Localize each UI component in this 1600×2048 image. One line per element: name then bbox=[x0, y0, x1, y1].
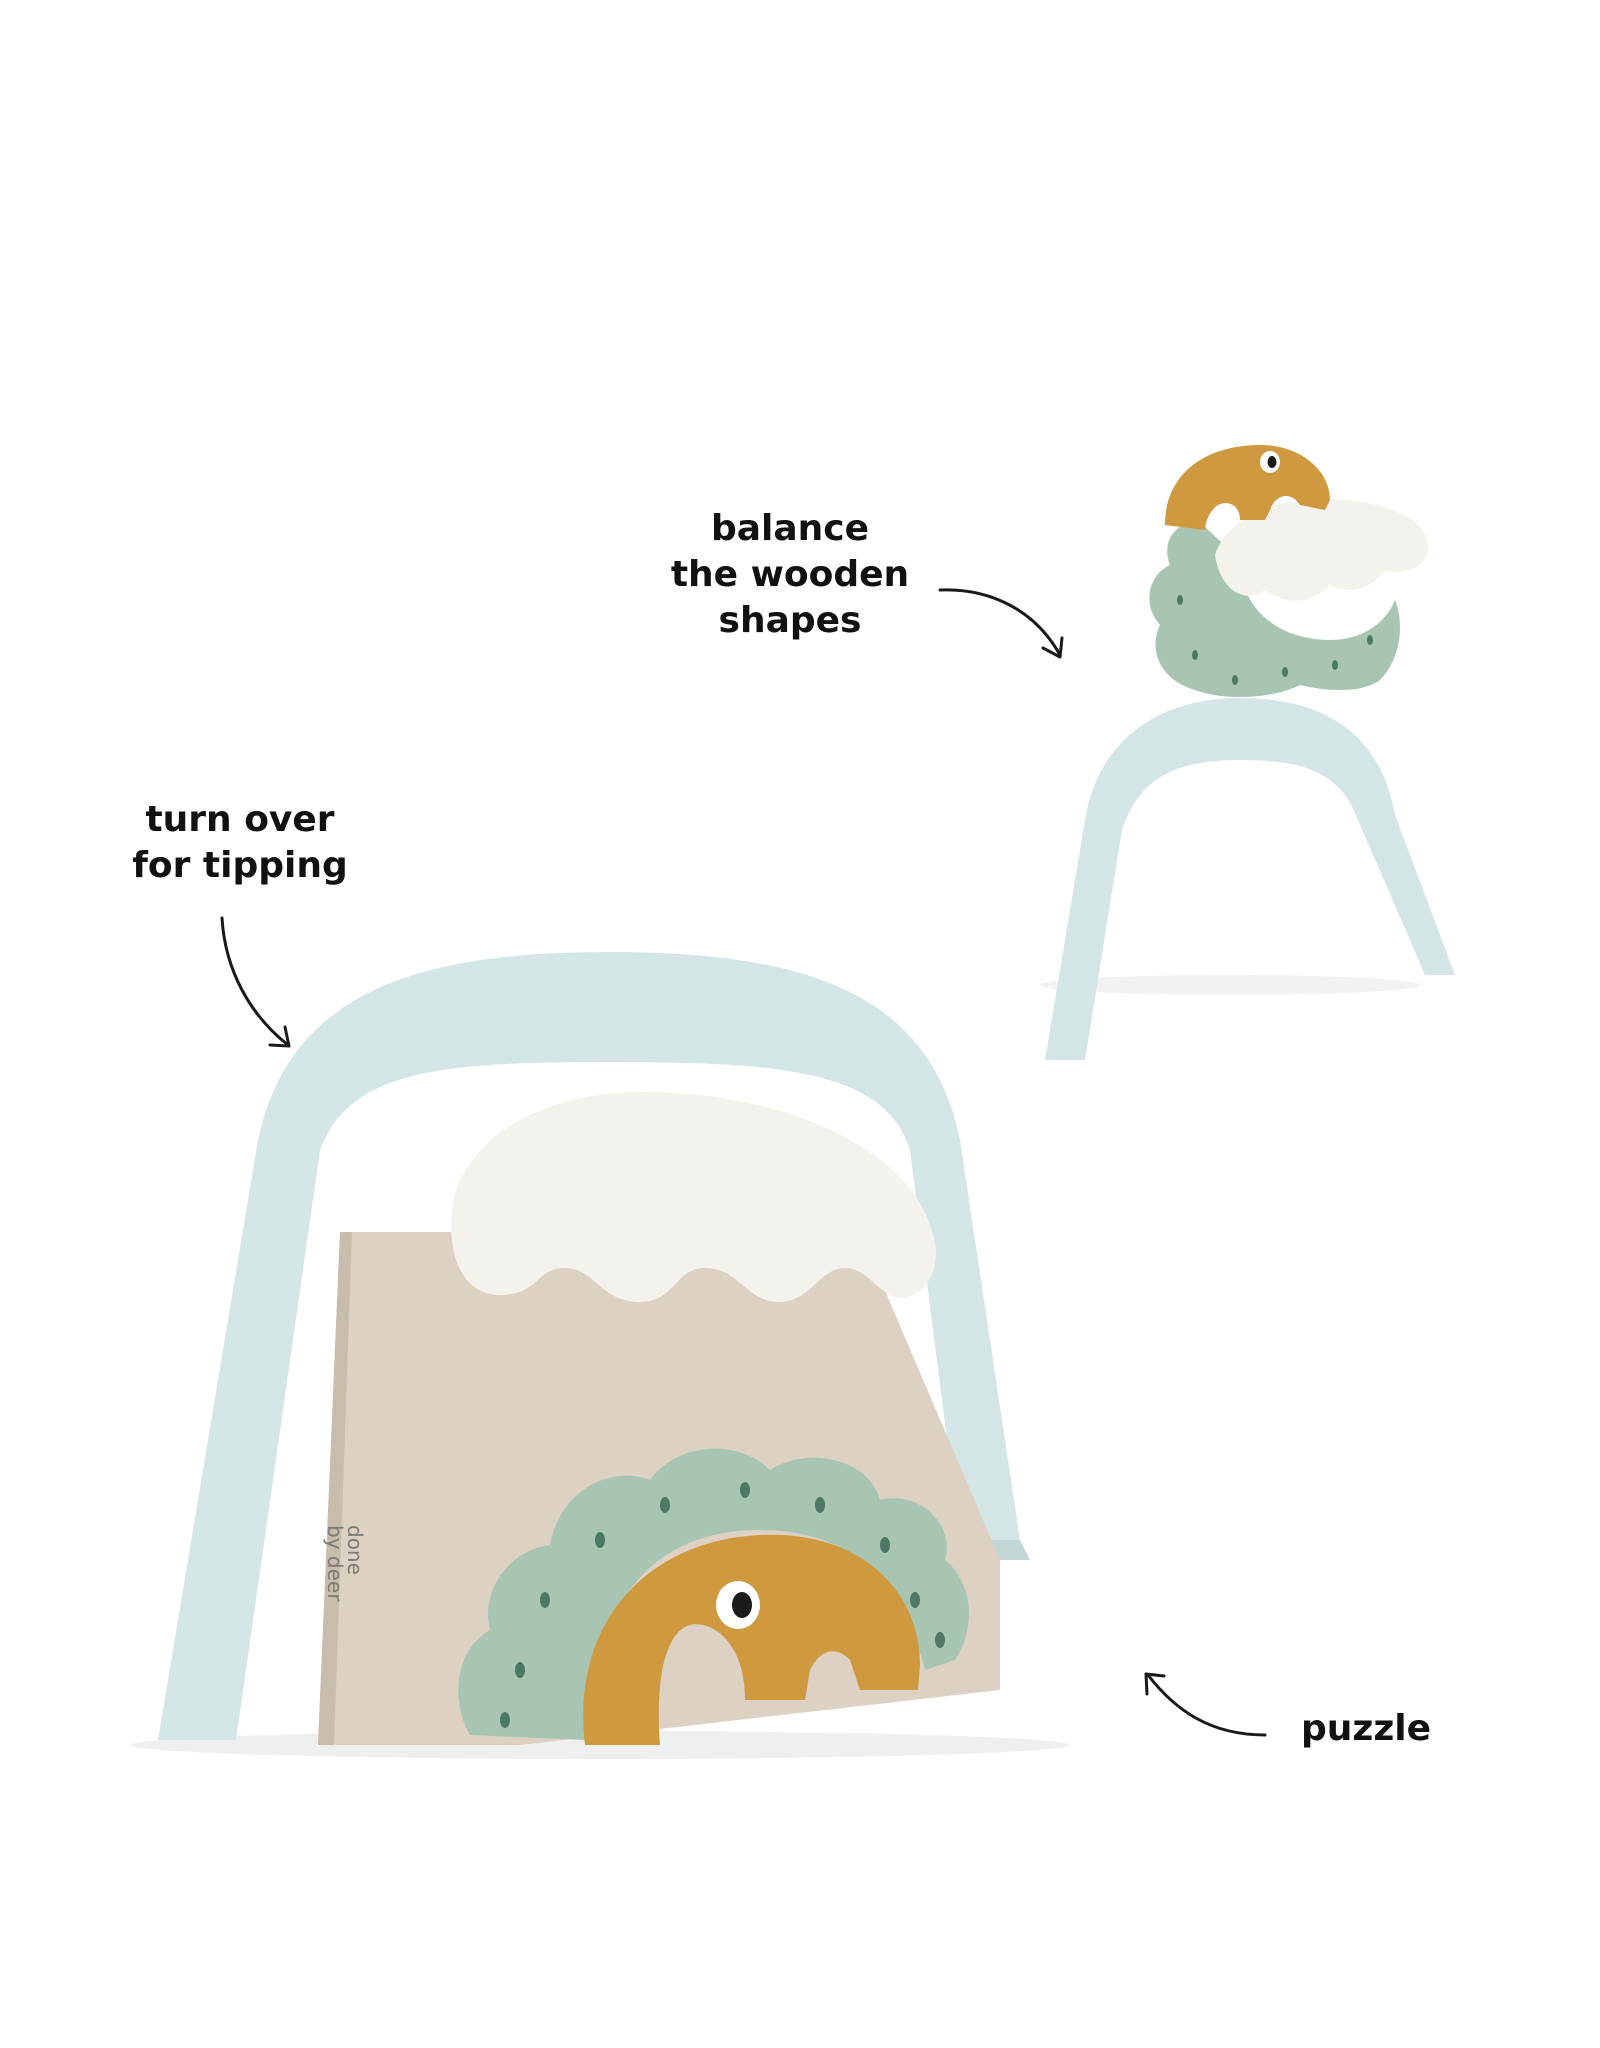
brand-mark: done by deer bbox=[323, 1525, 367, 1602]
brand-line-2: by deer bbox=[323, 1525, 347, 1602]
balance-label: balance the wooden shapes bbox=[620, 506, 960, 644]
puzzle-label-text: puzzle bbox=[1300, 1708, 1432, 1749]
puzzle-stack bbox=[158, 952, 1030, 1745]
small-bird-eye bbox=[1260, 451, 1280, 473]
ground-shadow-small bbox=[1040, 975, 1420, 995]
small-snow bbox=[1215, 499, 1429, 601]
small-bush-dots bbox=[1177, 595, 1373, 685]
bush bbox=[458, 1448, 969, 1740]
mountain-side bbox=[318, 1232, 352, 1745]
arrow-icon bbox=[938, 588, 1064, 659]
balance-label-line-2: the wooden bbox=[670, 554, 910, 595]
puzzle-label: puzzle bbox=[1266, 1706, 1466, 1752]
big-arch bbox=[158, 952, 1020, 1740]
small-arch bbox=[1045, 698, 1455, 1060]
turn-over-label-line-2: for tipping bbox=[132, 845, 348, 886]
balance-label-line-3: shapes bbox=[718, 600, 862, 641]
bird-eye bbox=[716, 1581, 760, 1629]
small-bush bbox=[1149, 521, 1400, 697]
brand-line-1: done bbox=[343, 1525, 367, 1575]
arrow-icon bbox=[220, 916, 291, 1048]
balance-stack bbox=[1045, 445, 1455, 1060]
turn-over-label: turn over for tipping bbox=[90, 797, 390, 889]
bird bbox=[583, 1534, 920, 1745]
turn-over-label-line-1: turn over bbox=[145, 799, 335, 840]
snow-cap bbox=[450, 1091, 936, 1302]
small-bird bbox=[1165, 445, 1330, 530]
bush-dots bbox=[500, 1482, 945, 1728]
balance-label-line-1: balance bbox=[710, 508, 870, 549]
arrow-icon bbox=[1144, 1672, 1267, 1737]
